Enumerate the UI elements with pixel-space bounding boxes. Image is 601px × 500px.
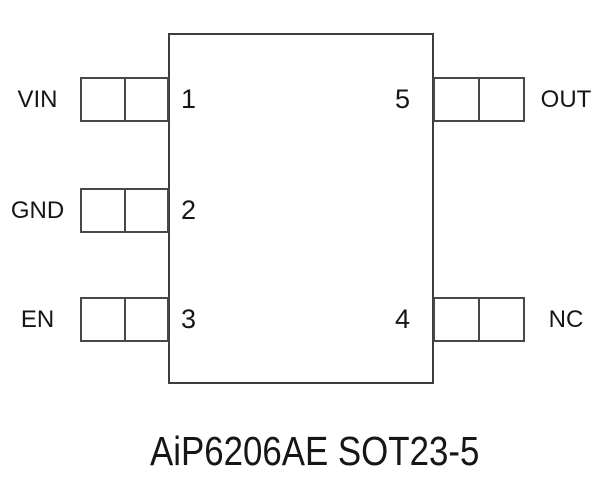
- pin-4-pad-cell-outer: [480, 299, 523, 340]
- pin-1-pad: [80, 77, 169, 122]
- diagram-caption: AiP6206AE SOT23-5: [150, 428, 480, 474]
- pin-2-label: GND: [10, 196, 65, 224]
- pin-5-number: 5: [394, 84, 410, 114]
- pin-5-pad-cell-inner: [435, 79, 480, 120]
- ic-body: [168, 33, 434, 384]
- pin-3-pad-cell-outer: [82, 299, 126, 340]
- pin-3-label: EN: [20, 305, 55, 333]
- pin-2-pad-cell-inner: [126, 190, 168, 231]
- pin-1-pad-cell-inner: [126, 79, 168, 120]
- pin-4-number: 4: [394, 304, 410, 334]
- pin-5-label: OUT: [540, 85, 592, 113]
- pin-4-label: NC: [548, 305, 584, 333]
- pin-2-pad-cell-outer: [82, 190, 126, 231]
- pin-5-pad-cell-outer: [480, 79, 523, 120]
- pin-1-pad-cell-outer: [82, 79, 126, 120]
- pin-5-pad: [433, 77, 525, 122]
- pin-2-number: 2: [181, 195, 197, 225]
- pin-4-pad: [433, 297, 525, 342]
- pin-1-label: VIN: [17, 85, 58, 113]
- pin-2-pad: [80, 188, 169, 233]
- pin-3-pad: [80, 297, 169, 342]
- pin-4-pad-cell-inner: [435, 299, 480, 340]
- pin-3-pad-cell-inner: [126, 299, 168, 340]
- pin-3-number: 3: [181, 304, 197, 334]
- pin-1-number: 1: [181, 84, 197, 114]
